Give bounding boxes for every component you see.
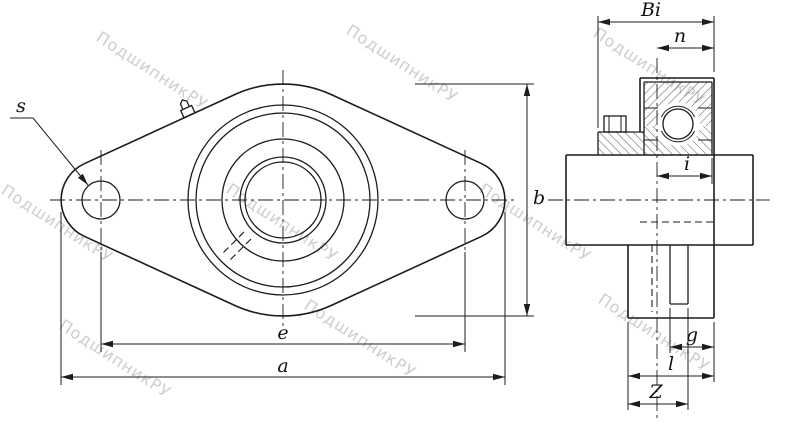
dim-label-e: e xyxy=(277,322,288,344)
watermark-text: ПодшипникРУ xyxy=(301,295,420,381)
side-view xyxy=(548,58,770,420)
dim-label-l: l xyxy=(668,353,674,375)
dim-label-b: b xyxy=(533,187,545,209)
watermark-text: ПодшипникРУ xyxy=(343,20,462,106)
dim-label-Bi: Bi xyxy=(640,0,661,21)
ball xyxy=(662,108,694,140)
flange-outline xyxy=(60,83,506,317)
dim-label-g: g xyxy=(686,324,698,346)
dim-label-n: n xyxy=(674,25,686,47)
set-screw xyxy=(603,115,627,133)
dim-label-i: i xyxy=(684,153,690,175)
dim-label-Z: Z xyxy=(648,381,663,403)
watermark-text: ПодшипникРУ xyxy=(0,180,117,266)
watermarks: ПодшипникРУ ПодшипникРУ ПодшипникРУ Подш… xyxy=(0,20,714,401)
grease-fitting-body xyxy=(179,99,198,120)
raceway-shoulder-top xyxy=(661,105,695,118)
dim-label-s: s xyxy=(16,95,26,117)
raceway-shoulder-bottom xyxy=(661,130,695,143)
dim-label-a: a xyxy=(277,355,288,377)
watermark-text: ПодшипникРУ xyxy=(93,27,212,113)
dim-s-leader xyxy=(32,117,89,186)
collar-hatch xyxy=(598,132,644,155)
front-view xyxy=(50,70,516,330)
front-view-dimensions: s b e a xyxy=(10,83,545,385)
watermark-text: ПодшипникРУ xyxy=(56,315,175,401)
set-screw-body xyxy=(603,115,627,133)
side-view-dimensions: Bi n i g l Z xyxy=(597,0,715,410)
setscrew-hidden-line xyxy=(222,231,245,254)
setscrew-hidden-line xyxy=(229,238,252,261)
grease-fitting xyxy=(179,99,198,120)
